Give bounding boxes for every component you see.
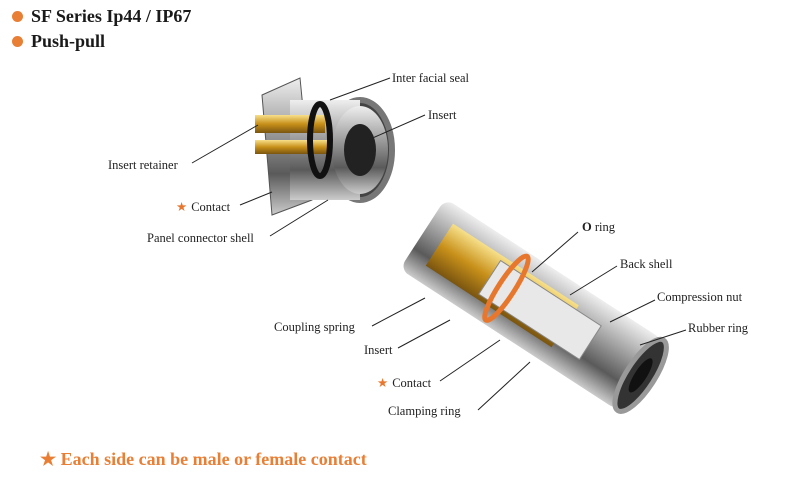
label-rubber-ring: Rubber ring [688,321,749,335]
label-contact-panel: ★Contact [176,199,230,215]
bullet-icon [12,11,23,22]
label-interfacial-seal: Inter facial seal [392,71,470,85]
heading-series: SF Series Ip44 / IP67 [12,6,191,27]
label-compression-nut: Compression nut [657,290,743,304]
footer-text: Each side can be male or female contact [60,449,367,469]
star-icon: ★ [40,449,57,469]
label-contact-plug: ★Contact [377,375,431,391]
panel-connector [255,77,395,216]
label-clamping-ring: Clamping ring [388,404,461,418]
heading-pushpull: Push-pull [12,31,105,52]
label-text: Contact [191,200,231,214]
bullet-icon [12,36,23,47]
label-back-shell: Back shell [620,257,673,271]
label-text: Contact [392,376,432,390]
label-panel-shell: Panel connector shell [147,231,254,245]
heading-text: SF Series Ip44 / IP67 [31,6,192,26]
star-icon: ★ [176,200,188,214]
plug-connector [403,202,669,414]
label-insert-retainer: Insert retainer [108,158,178,172]
label-prefix: O [582,220,592,234]
heading-text: Push-pull [31,31,106,51]
label-insert-plug: Insert [364,343,393,357]
footer-note: ★ Each side can be male or female contac… [40,449,367,470]
leader-lines [191,77,687,411]
label-o-ring: O ring [582,220,615,235]
star-icon: ★ [377,376,389,390]
label-text: ring [594,220,615,234]
label-coupling-spring: Coupling spring [274,320,355,334]
label-insert-panel: Insert [428,108,457,122]
